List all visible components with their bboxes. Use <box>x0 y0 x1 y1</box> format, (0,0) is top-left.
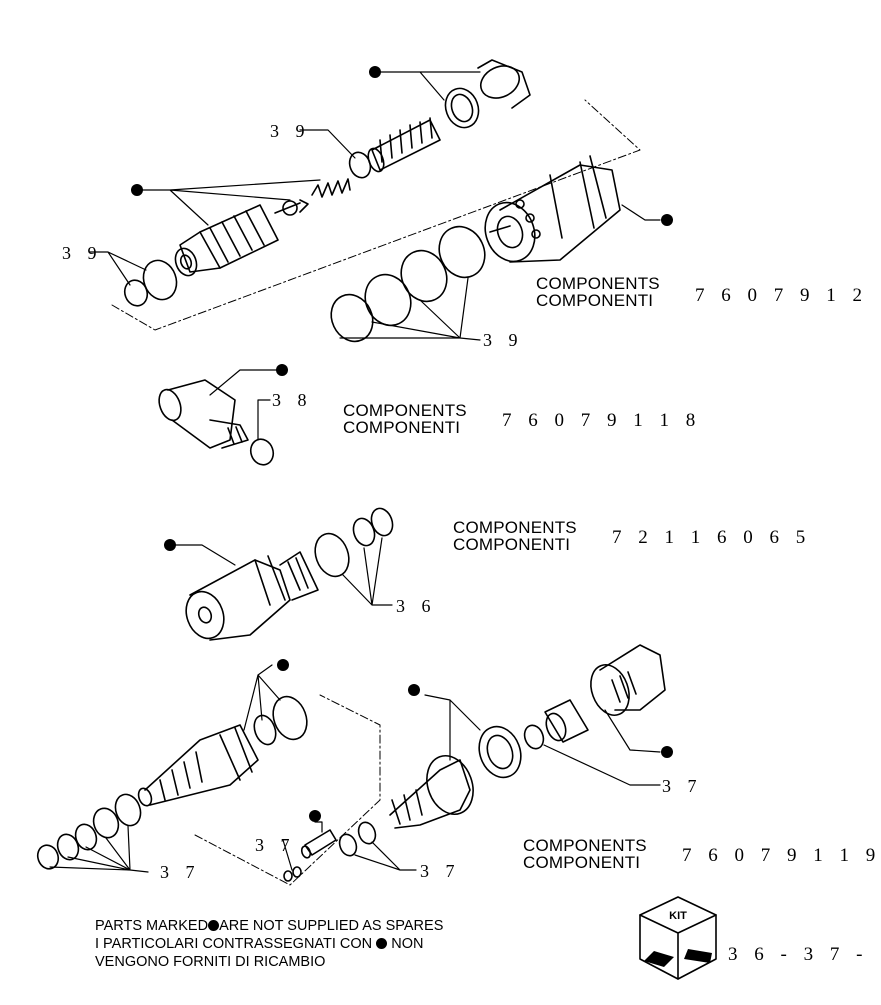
part-oring-37-mid-b <box>357 821 377 845</box>
group-4-label-it: COMPONENTI <box>523 853 641 872</box>
ref-39-top: 3 9 <box>270 121 311 141</box>
group-1-label-it: COMPONENTI <box>536 291 654 310</box>
part-oring-36-b <box>352 517 376 547</box>
marker-dot <box>131 184 143 196</box>
part-oring-37-left-c <box>74 823 98 851</box>
part-pin <box>274 199 309 216</box>
part-threaded-sleeve <box>367 117 441 173</box>
note-line-2a: I PARTICOLARI CONTRASSEGNATI CON <box>95 936 373 952</box>
group-1-envelope <box>111 99 641 331</box>
group-4-label-en: COMPONENTS <box>523 836 647 855</box>
assembly-group-1 <box>89 59 661 343</box>
assembly-group-3 <box>175 507 394 641</box>
part-oring-39-big-a <box>330 293 374 343</box>
note-line-1b: ARE NOT SUPPLIED AS SPARES <box>219 918 444 934</box>
ref-37-left: 3 7 <box>160 862 201 882</box>
part-nut-ring <box>478 725 522 779</box>
part-oring-37-tiny-a <box>283 870 293 882</box>
part-oring-39-top <box>348 151 372 179</box>
note-line-1a: PARTS MARKED <box>95 918 209 934</box>
ref-36: 3 6 <box>396 596 437 616</box>
parts-diagram: KIT COMPONENTS COMPONENTI 7 6 0 7 9 1 2 … <box>36 59 875 980</box>
group-4-envelope <box>194 694 381 886</box>
marker-dot <box>164 539 176 551</box>
part-ring-top <box>444 87 480 129</box>
ref-37-pin: 3 7 <box>255 835 296 855</box>
part-oring-36-a <box>314 532 350 578</box>
group-2-leaders <box>209 369 281 441</box>
part-oring-37-left-a <box>36 844 60 870</box>
part-ring-group4-a <box>253 714 277 746</box>
part-oring-37-left-e <box>114 793 142 827</box>
group-2-label-en: COMPONENTS <box>343 401 467 420</box>
note-line-2b: NON <box>391 936 424 952</box>
part-oring-39-left-b <box>123 279 149 307</box>
kit-box-icon: KIT <box>639 896 717 980</box>
part-elbow-body <box>158 379 249 449</box>
marker-dot-icon <box>376 938 388 949</box>
page-reference: 3 6 - 3 7 - <box>728 944 869 965</box>
part-oring-39-big-c <box>400 249 448 303</box>
group-4-code: 7 6 0 7 9 1 1 9 <box>682 845 881 866</box>
part-oring-38 <box>249 438 275 466</box>
ref-37-mid: 3 7 <box>420 861 461 881</box>
marker-dot <box>309 810 321 822</box>
part-cartridge-body <box>484 155 621 263</box>
group-3-leaders <box>175 537 393 606</box>
marker-dot-icon <box>208 920 220 931</box>
part-ring-group4-b <box>272 695 308 741</box>
part-spring <box>311 178 351 198</box>
part-oring-39-big-d <box>438 225 486 279</box>
group-1-label-en: COMPONENTS <box>536 274 660 293</box>
part-hex-nut-body <box>389 755 474 829</box>
group-3-label-it: COMPONENTI <box>453 535 571 554</box>
part-sleeve <box>544 699 589 743</box>
ref-37-right: 3 7 <box>662 776 703 796</box>
ref-38: 3 8 <box>272 390 313 410</box>
spares-footnote: PARTS MARKED ARE NOT SUPPLIED AS SPARES I… <box>95 917 443 971</box>
group-3-code: 7 2 1 1 6 0 6 5 <box>612 527 812 548</box>
group-2-label-it: COMPONENTI <box>343 418 461 437</box>
part-oring-37-tiny-b <box>292 866 302 878</box>
part-relief-valve <box>185 551 319 641</box>
part-valve-body-left <box>174 204 279 277</box>
part-oring-36-c <box>370 507 394 537</box>
part-oring-37-left-d <box>92 807 120 839</box>
kit-label: KIT <box>669 910 687 922</box>
ref-39-bottom: 3 9 <box>483 330 524 350</box>
marker-dot <box>276 364 288 376</box>
marker-dot <box>369 66 381 78</box>
marker-dot <box>661 214 673 226</box>
marker-dot <box>408 684 420 696</box>
marker-dot <box>277 659 289 671</box>
part-oring-37-mid-a <box>338 833 358 857</box>
not-supplied-markers <box>131 66 673 822</box>
part-oring-39-big-b <box>364 273 412 327</box>
group-3-label-en: COMPONENTS <box>453 518 577 537</box>
note-line-3: VENGONO FORNITI DI RICAMBIO <box>95 954 326 970</box>
part-small-pin <box>300 829 337 859</box>
exploded-view-drawing: KIT <box>36 59 717 980</box>
assembly-group-4 <box>36 644 666 886</box>
ref-39-left: 3 9 <box>62 243 103 263</box>
part-long-valve-body <box>137 724 259 807</box>
group-4-leaders <box>49 664 661 873</box>
group-1-code: 7 6 0 7 9 1 2 <box>695 285 868 306</box>
group-2-code: 7 6 0 7 9 1 1 8 <box>502 410 702 431</box>
group-1-leaders <box>89 71 661 341</box>
part-nut-ring-inner <box>486 734 514 770</box>
part-cap <box>477 59 531 109</box>
marker-dot <box>661 746 673 758</box>
part-plug <box>590 644 666 716</box>
part-oring-37-right <box>523 724 545 750</box>
assembly-group-2 <box>158 369 281 466</box>
